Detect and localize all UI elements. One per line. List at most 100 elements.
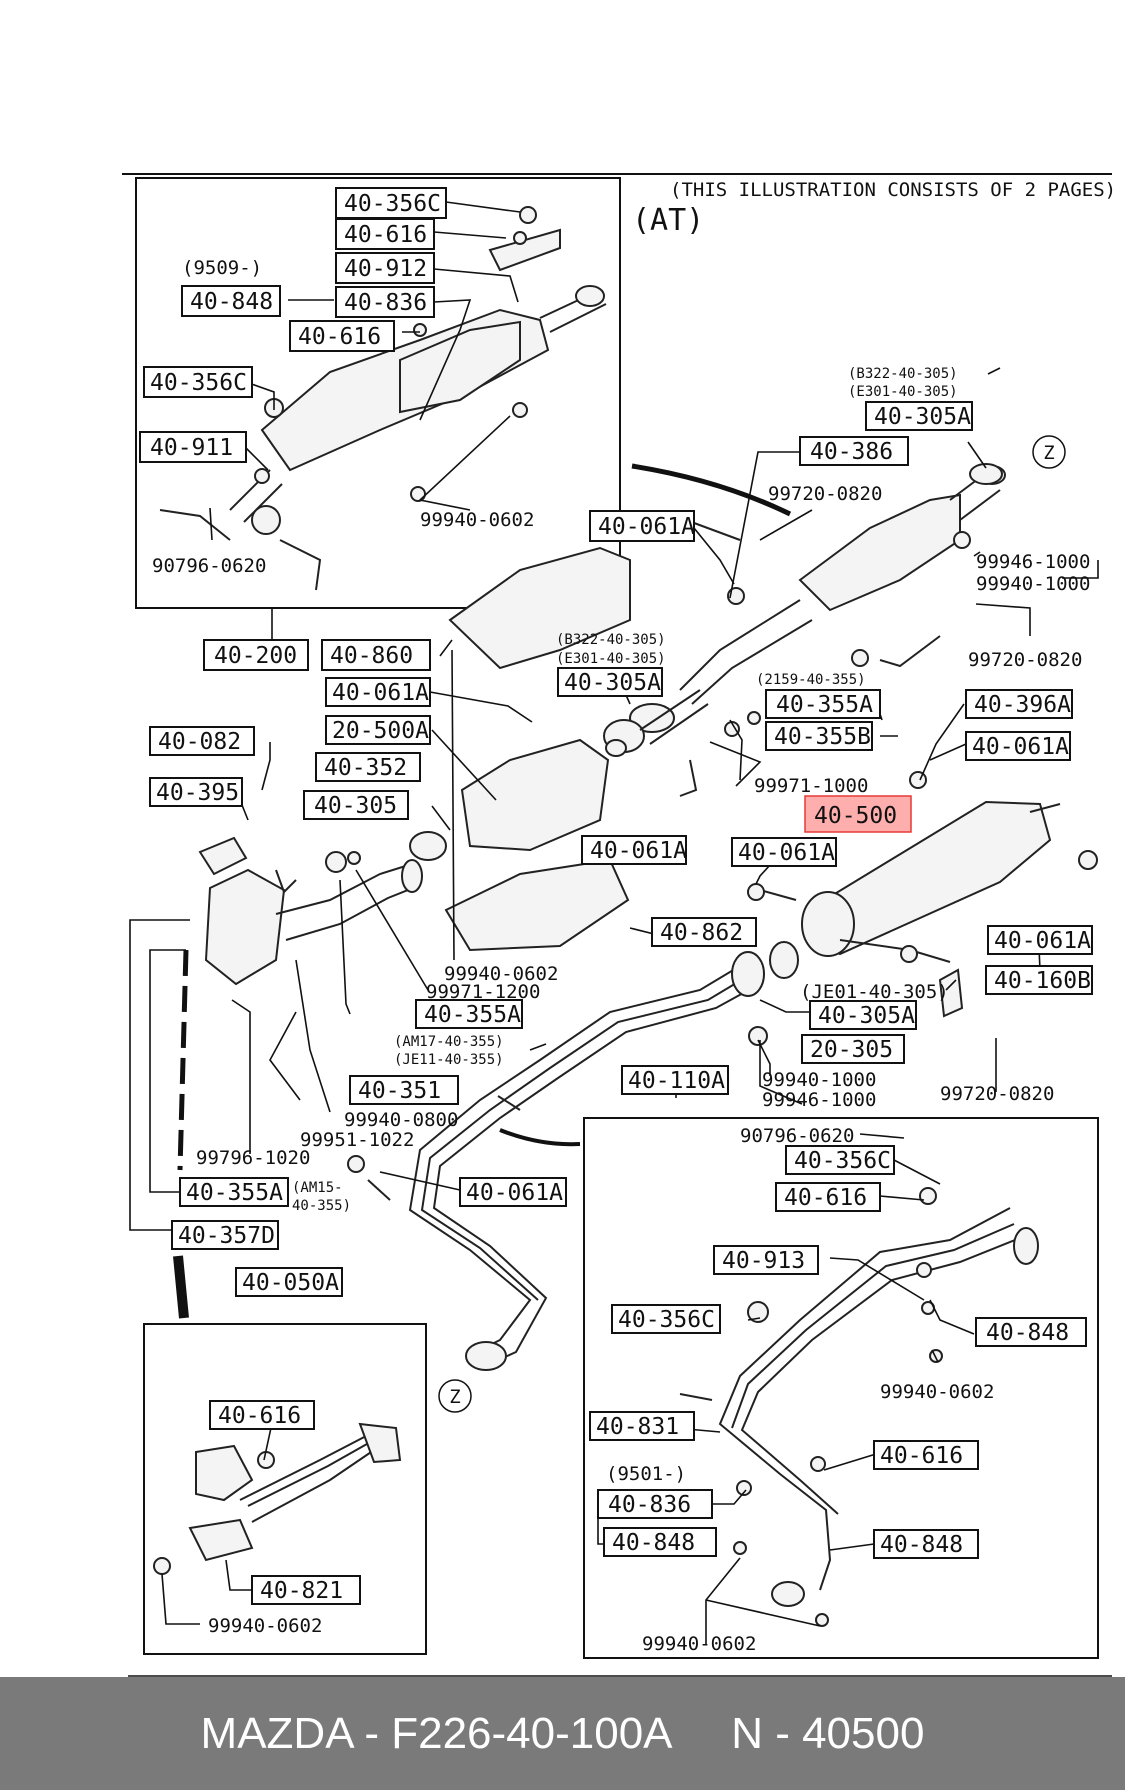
part-label-40-355b: 40-355B <box>774 724 871 750</box>
part-labels: 40-356C 40-616 (9509-) 40-912 40-848 40-… <box>139 187 1093 1655</box>
part-label-40-061a-g: 40-061A <box>466 1180 563 1206</box>
part-number-99940-1000-b: 99940-1000 <box>762 1069 876 1091</box>
part-label-40-860: 40-860 <box>330 643 413 669</box>
date-note-9501: (9501-) <box>606 1463 686 1485</box>
heat-shield-upper <box>448 546 631 670</box>
part-label-40-061a-d: 40-061A <box>590 838 687 864</box>
part-label-40-356c-c: 40-356C <box>794 1148 891 1174</box>
part-label-40-913: 40-913 <box>722 1248 805 1274</box>
heat-shield-lower <box>444 858 630 952</box>
part-label-40-061a-b: 40-061A <box>972 734 1069 760</box>
part-number-99940-0602-a: 99940-0602 <box>420 509 534 531</box>
part-number-90796-0620-a: 90796-0620 <box>152 555 266 577</box>
part-number-99720-0820-a: 99720-0820 <box>768 483 882 505</box>
part-label-40-356c-a: 40-356C <box>344 191 441 217</box>
part-label-40-082: 40-082 <box>158 729 241 755</box>
part-number-99940-0602-e: 99940-0602 <box>642 1633 756 1655</box>
part-label-40-848-a: 40-848 <box>190 289 273 315</box>
main-catalytic-converter <box>629 463 1006 733</box>
part-label-40-848-b: 40-848 <box>986 1320 1069 1346</box>
part-label-40-386: 40-386 <box>810 439 893 465</box>
part-label-40-395: 40-395 <box>156 780 239 806</box>
part-label-40-160b: 40-160B <box>994 968 1091 994</box>
part-label-20-305: 20-305 <box>810 1037 893 1063</box>
part-number-99940-0602-b: 99940-0602 <box>444 963 558 985</box>
part-number-99796-1020: 99796-1020 <box>196 1147 310 1169</box>
inset-frame-bottom-right <box>583 1117 1099 1659</box>
part-number-99971-1200: 99971-1200 <box>426 981 540 1003</box>
date-note-9509: (9509-) <box>182 257 262 279</box>
part-label-40-355a-b: 40-355A <box>424 1002 521 1028</box>
part-number-99971-1000: 99971-1000 <box>754 775 868 797</box>
part-label-40-061a-a: 40-061A <box>598 514 695 540</box>
inset-top-left-parts <box>159 206 607 591</box>
part-number-99940-0602-d: 99940-0602 <box>208 1615 322 1637</box>
part-label-40-061a-c: 40-061A <box>332 680 429 706</box>
marker-z-upper <box>1032 435 1066 469</box>
part-number-99946-1000-b: 99946-1000 <box>762 1089 876 1111</box>
part-label-40-110a: 40-110A <box>628 1068 725 1094</box>
part-label-40-616-e: 40-616 <box>880 1443 963 1469</box>
intermediate-pipe <box>347 941 799 1371</box>
part-label-40-616-c: 40-616 <box>784 1185 867 1211</box>
part-number-99940-0800: 99940-0800 <box>344 1109 458 1131</box>
highlighted-part-40-500 <box>804 795 912 833</box>
part-label-40-305: 40-305 <box>314 793 397 819</box>
ref-2159-40-355: (2159-40-355) <box>756 672 866 688</box>
part-label-40-500: 40-500 <box>814 803 897 829</box>
part-label-40-836-a: 40-836 <box>344 290 427 316</box>
part-label-40-836-b: 40-836 <box>608 1492 691 1518</box>
part-label-40-831: 40-831 <box>596 1414 679 1440</box>
ref-e301-a: (E301-40-305) <box>848 384 958 400</box>
part-number-99720-0820-b: 99720-0820 <box>968 649 1082 671</box>
part-label-40-352: 40-352 <box>324 755 407 781</box>
part-number-90796-0620-b: 90796-0620 <box>740 1125 854 1147</box>
part-label-40-200: 40-200 <box>214 643 297 669</box>
part-label-40-848-d: 40-848 <box>880 1532 963 1558</box>
part-label-40-305a-b: 40-305A <box>564 670 661 696</box>
exhaust-parts-diagram: (THIS ILLUSTRATION CONSISTS OF 2 PAGES) … <box>122 173 1116 1677</box>
part-label-40-848-c: 40-848 <box>612 1530 695 1556</box>
part-label-40-305a-a: 40-305A <box>874 404 971 430</box>
part-label-40-355a-a: 40-355A <box>776 692 873 718</box>
marker-z-lower-text: Z <box>449 1386 460 1408</box>
part-label-40-061a-e: 40-061A <box>738 840 835 866</box>
part-label-40-061a-f: 40-061A <box>994 928 1091 954</box>
part-label-40-821: 40-821 <box>260 1578 343 1604</box>
inset-frame-bottom-left <box>143 1323 427 1655</box>
ref-40-355: 40-355) <box>292 1198 351 1214</box>
transmission-type: (AT) <box>632 203 704 238</box>
inset-frame-top-left <box>135 177 621 609</box>
ref-b322-a: (B322-40-305) <box>848 366 958 382</box>
part-number-caption: MAZDA - F226-40-100A N - 40500 <box>200 1708 925 1758</box>
part-label-40-616-d: 40-616 <box>218 1403 301 1429</box>
footer-bar: MAZDA - F226-40-100A N - 40500 <box>0 1677 1125 1790</box>
ref-am17-40-355: (AM17-40-355) <box>394 1034 504 1050</box>
ref-b322-b: (B322-40-305) <box>556 632 666 648</box>
part-label-40-912: 40-912 <box>344 256 427 282</box>
part-label-40-911: 40-911 <box>150 435 233 461</box>
part-number-99951-1022: 99951-1022 <box>300 1129 414 1151</box>
part-number-99940-0602-c: 99940-0602 <box>880 1381 994 1403</box>
part-number-99940-1000-a: 99940-1000 <box>976 573 1090 595</box>
part-label-20-500a: 20-500A <box>332 718 429 744</box>
ref-e301-b: (E301-40-305) <box>556 651 666 667</box>
marker-z-upper-text: Z <box>1043 442 1054 464</box>
part-label-40-356c-d: 40-356C <box>618 1307 715 1333</box>
marker-z-lower <box>438 1379 472 1413</box>
part-label-40-355a-c: 40-355A <box>186 1180 283 1206</box>
part-label-40-396a: 40-396A <box>974 692 1071 718</box>
part-label-40-050a: 40-050A <box>242 1270 339 1296</box>
part-label-40-616-b: 40-616 <box>298 324 381 350</box>
part-number-99720-0820-c: 99720-0820 <box>940 1083 1054 1105</box>
part-label-40-351: 40-351 <box>358 1078 441 1104</box>
illustration-pages-note: (THIS ILLUSTRATION CONSISTS OF 2 PAGES) <box>670 179 1116 201</box>
part-label-40-356c-b: 40-356C <box>150 370 247 396</box>
converter-20-500a <box>460 738 610 852</box>
ref-am15: (AM15- <box>292 1180 343 1196</box>
inset-bottom-left-flex-pipe <box>153 1422 402 1575</box>
part-label-40-305a-c: 40-305A <box>818 1003 915 1029</box>
part-label-40-862: 40-862 <box>660 920 743 946</box>
front-pipe <box>198 831 447 986</box>
ref-je11-40-355: (JE11-40-355) <box>394 1052 504 1068</box>
